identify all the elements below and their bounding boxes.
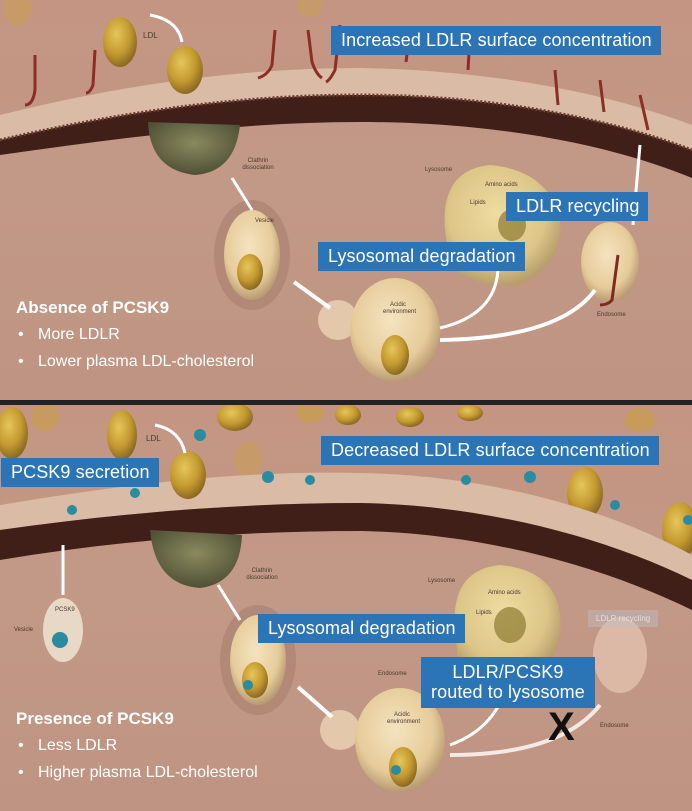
cell-illustration-absence <box>0 0 692 382</box>
ldl-particle <box>103 17 137 67</box>
callout-pcsk9-secretion: PCSK9 secretion <box>1 458 159 487</box>
cell-membrane-bilayer <box>0 95 692 178</box>
callout-increased-ldlr-surface: Increased LDLR surface concentration <box>331 26 661 55</box>
clathrin-label: Clathrin dissociation <box>246 568 278 581</box>
panel-divider <box>0 400 692 405</box>
legend-title: Presence of PCSK9 <box>16 709 174 728</box>
callout-line-1: LDLR/PCSK9 <box>452 662 564 682</box>
endosome-neck <box>318 300 358 340</box>
endosome-label-right: Endosome <box>600 723 629 729</box>
ldl-particle-bound <box>167 46 203 94</box>
callout-lysosomal-degradation: Lysosomal degradation <box>318 242 525 271</box>
recycling-endosome <box>581 222 639 302</box>
arrow-to-endosome <box>296 685 334 719</box>
arrow-ldl-binding <box>149 13 184 43</box>
acidic-environment-label: Acidic environment <box>383 302 417 315</box>
endosome-label: Endosome <box>378 671 407 677</box>
clathrin-coated-pit <box>148 122 240 175</box>
legend-item: Less LDLR <box>16 737 258 755</box>
panel-absence-of-pcsk9: LDL Clathrin dissociation Vesicle Lysoso… <box>0 0 692 400</box>
callout-ldlr-recycling: LDLR recycling <box>506 192 649 221</box>
callout-ldlr-pcsk9-routed: LDLR/PCSK9 routed to lysosome <box>421 657 595 708</box>
ldl-particle <box>4 0 32 26</box>
legend-item: More LDLR <box>16 326 254 344</box>
cell-illustration-presence <box>0 405 692 792</box>
degraded-material <box>494 607 526 643</box>
ldl-label: LDL <box>146 434 161 443</box>
endosome-label: Endosome <box>597 312 626 318</box>
recycling-endosome-faded <box>593 617 647 693</box>
clathrin-coated-pit <box>150 530 242 588</box>
cell-membrane-surface <box>0 472 692 580</box>
amino-acids-label: Amino acids <box>488 590 521 596</box>
lipids-label: Lipids <box>470 200 486 206</box>
panel-presence-of-pcsk9: LDL PCSK9 Vesicle Clathrin dissociation … <box>0 405 692 811</box>
ldl-particle <box>297 0 323 17</box>
vesicle-label: Vesicle <box>255 218 275 224</box>
vesicle-label: Vesicle <box>14 627 34 633</box>
lysosome-label: Lysosome <box>425 167 453 173</box>
arrow-to-lysosome <box>439 269 500 330</box>
arrow-to-endosome <box>292 280 332 310</box>
pcsk9-label: PCSK9 <box>55 607 75 613</box>
arrow-to-recycling-endosome <box>439 288 597 342</box>
arrow-to-vesicle <box>216 584 242 621</box>
clathrin-label: Clathrin dissociation <box>242 158 274 171</box>
endosome-neck <box>320 710 360 750</box>
ldl-in-vesicle <box>237 254 263 290</box>
lysosome-label: Lysosome <box>428 578 456 584</box>
ldl-label: LDL <box>143 31 158 40</box>
endosome-acidic <box>355 688 445 792</box>
ldl-in-endosome <box>381 335 409 375</box>
pcsk9-secretory-vesicle <box>43 598 83 662</box>
callout-lysosomal-degradation: Lysosomal degradation <box>258 614 465 643</box>
legend-item: Lower plasma LDL-cholesterol <box>16 353 254 371</box>
legend-title: Absence of PCSK9 <box>16 298 170 317</box>
endosome-acidic <box>350 278 440 382</box>
arrow-ldl-binding <box>154 423 187 454</box>
legend-absence: Absence of PCSK9 More LDLR Lower plasma … <box>16 298 254 380</box>
ldl-particle-bound <box>170 451 206 499</box>
legend-item: Higher plasma LDL-cholesterol <box>16 764 258 782</box>
arrow-blocked-recycling <box>449 703 602 757</box>
arrow-to-vesicle <box>230 177 254 211</box>
amino-acids-label: Amino acids <box>485 182 518 188</box>
callout-decreased-ldlr-surface: Decreased LDLR surface concentration <box>321 436 659 465</box>
legend-presence: Presence of PCSK9 Less LDLR Higher plasm… <box>16 709 258 791</box>
callout-line-2: routed to lysosome <box>431 682 585 702</box>
cell-membrane-bilayer <box>0 503 692 610</box>
lipids-label: Lipids <box>476 610 492 616</box>
cell-membrane-surface <box>0 68 692 150</box>
blocked-x-icon: X <box>548 705 575 749</box>
acidic-environment-label: Acidic environment <box>387 712 421 725</box>
callout-ldlr-recycling-faded: LDLR recycling <box>588 610 659 627</box>
